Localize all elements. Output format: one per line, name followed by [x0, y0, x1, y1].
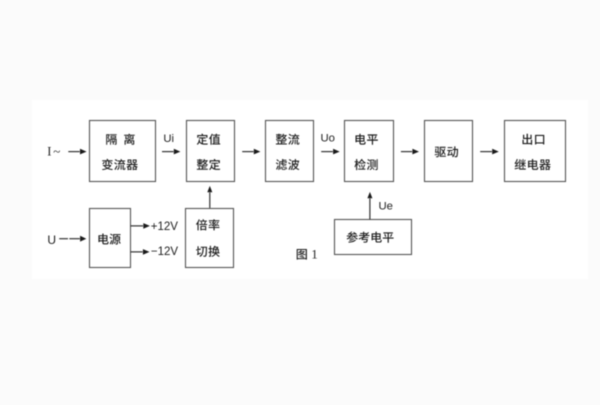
svg-text:Ue: Ue — [379, 201, 393, 213]
svg-text:~: ~ — [53, 143, 60, 158]
svg-text:−12V: −12V — [151, 246, 179, 258]
svg-text:U: U — [47, 233, 56, 247]
svg-text:I: I — [47, 144, 51, 158]
svg-text:1: 1 — [311, 246, 318, 261]
svg-text:+12V: +12V — [151, 221, 179, 233]
svg-text:Uo: Uo — [321, 133, 335, 145]
svg-text:Ui: Ui — [163, 133, 174, 145]
